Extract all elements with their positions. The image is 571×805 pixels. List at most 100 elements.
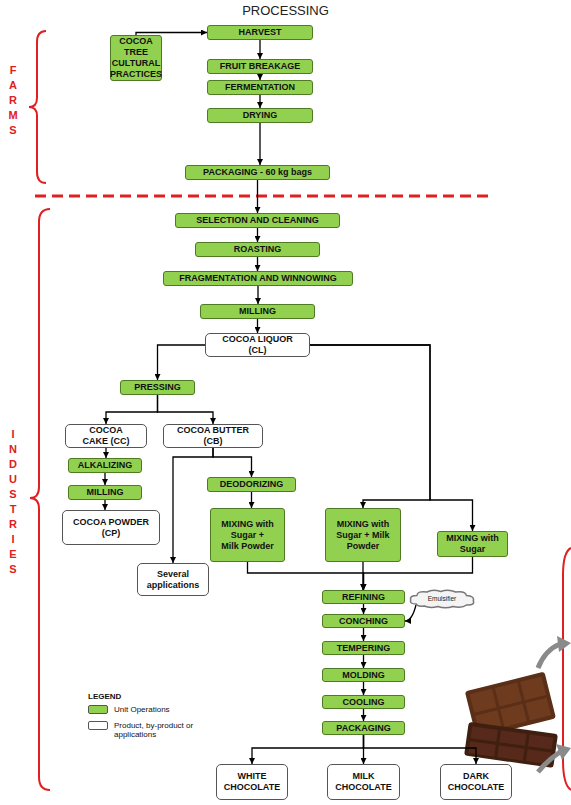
legend-heading: LEGEND [88, 692, 121, 701]
dashed-divider [35, 195, 492, 198]
application-box: Several applications [137, 563, 209, 596]
process-box: SELECTION AND CLEANING [175, 213, 340, 228]
box-text: Several applications [142, 569, 204, 591]
flow-arrow [213, 448, 252, 477]
process-box: MILLING [68, 485, 142, 500]
legend-swatch [88, 705, 108, 714]
flow-arrow [363, 604, 364, 614]
box-text: TEMPERING [337, 643, 391, 654]
emulsifier-cloud: Emulsifier [408, 589, 476, 609]
flow-arrow [105, 448, 106, 458]
product-box: COCOA CAKE (CC) [65, 424, 147, 448]
box-text: MIXING with Sugar + Milk Powder [221, 519, 274, 552]
process-box: MIXING with Sugar + Milk Powder [325, 508, 401, 562]
box-text: COCOA CAKE (CC) [76, 425, 136, 447]
box-text: FRAGMENTATION AND WINNOWING [179, 273, 336, 284]
box-text: ROASTING [234, 244, 282, 255]
box-text: ALKALIZING [78, 460, 133, 471]
pointer-arrow [538, 644, 560, 772]
flow-arrow [257, 228, 258, 242]
product-box: COCOA POWDER (CP) [62, 510, 160, 545]
product-box: DARK CHOCOLATE [440, 764, 512, 800]
box-text: COCOA POWDER (CP) [71, 517, 151, 539]
flow-arrow [173, 448, 213, 563]
flow-arrow [405, 605, 416, 621]
flow-arrow [257, 180, 258, 213]
pointer-arrowhead [556, 636, 571, 760]
box-text: MILLING [87, 487, 124, 498]
legend-text: Unit Operations [114, 705, 219, 714]
process-box: CONCHING [322, 614, 405, 628]
flow-arrow [248, 562, 364, 590]
flow-arrow [310, 345, 430, 508]
process-box: FRAGMENTATION AND WINNOWING [163, 271, 353, 286]
process-box: PACKAGING [322, 721, 405, 735]
box-text: MILLING [239, 306, 276, 317]
box-text: PRESSING [134, 382, 181, 393]
flow-arrow [158, 345, 206, 380]
flow-arrow [363, 709, 364, 721]
box-text: DEODORIZING [220, 479, 284, 490]
box-text: HARVEST [239, 27, 282, 38]
process-box: ALKALIZING [68, 458, 142, 473]
process-box: MOLDING [322, 668, 405, 682]
box-text: COCOA LIQUOR (CL) [220, 334, 295, 356]
process-box: TEMPERING [322, 641, 405, 655]
box-text: FRUIT BREAKAGE [220, 61, 301, 72]
chocolate-illustration [464, 672, 558, 768]
process-box: PACKAGING - 60 kg bags [185, 165, 330, 180]
process-box: FERMENTATION [207, 80, 313, 95]
flow-arrow [259, 95, 260, 108]
flow-arrow [363, 655, 364, 668]
flow-arrow [363, 682, 364, 695]
box-text: SELECTION AND CLEANING [196, 215, 319, 226]
process-box: PRESSING [120, 380, 195, 395]
box-text: DARK CHOCOLATE [445, 771, 507, 793]
flow-arrow [106, 395, 158, 424]
box-text: REFINING [342, 592, 385, 603]
flow-arrow [363, 628, 364, 641]
flow-arrow [257, 319, 258, 333]
legend-swatch [88, 721, 108, 730]
flow-arrow [252, 735, 364, 764]
box-text: DRYING [243, 110, 278, 121]
box-text: MILK CHOCOLATE [332, 771, 395, 793]
box-text: PACKAGING [336, 723, 390, 734]
process-box: REFINING [322, 590, 405, 604]
box-text: FERMENTATION [225, 82, 295, 93]
process-box: DEODORIZING [207, 477, 296, 492]
cloud-text: Emulsifier [428, 595, 457, 603]
box-text: PACKAGING - 60 kg bags [203, 167, 312, 178]
box-text: WHITE CHOCOLATE [221, 771, 283, 793]
process-box: MILLING [200, 304, 315, 319]
box-text: COCOA BUTTER (CB) [176, 425, 250, 447]
flow-arrow [104, 500, 105, 510]
process-box: HARVEST [207, 25, 313, 40]
product-box: MILK CHOCOLATE [327, 764, 400, 800]
process-box: DRYING [207, 108, 313, 123]
box-text: MOLDING [342, 670, 385, 681]
flow-arrow [158, 395, 214, 424]
process-box: FRUIT BREAKAGE [207, 59, 313, 74]
section-label: INDUSTRIES [7, 428, 19, 578]
process-box: MIXING with Sugar + Milk Powder [210, 508, 285, 562]
product-box: WHITE CHOCOLATE [216, 764, 288, 800]
flow-arrow [104, 473, 105, 485]
box-text: MIXING with Sugar + Milk Powder [336, 519, 390, 552]
flow-arrow [257, 257, 258, 271]
legend-text: Product, by-product or applications [114, 721, 219, 739]
farms-bracket [29, 31, 46, 183]
process-box: ROASTING [195, 242, 320, 257]
flow-arrow [364, 735, 477, 764]
flow-arrow [257, 286, 258, 304]
industries-bracket [30, 209, 50, 790]
flow-arrow [259, 123, 260, 165]
product-box: COCOA LIQUOR (CL) [205, 333, 310, 357]
box-text: MIXING with Sugar [446, 533, 499, 555]
flow-arrow [251, 492, 252, 508]
section-label: FARMS [7, 64, 19, 139]
flow-arrow [310, 345, 473, 531]
practice-box: COCOA TREE CULTURAL PRACTICES [110, 35, 162, 81]
diagram-title: PROCESSING [0, 3, 571, 18]
product-box: COCOA BUTTER (CB) [163, 424, 263, 448]
